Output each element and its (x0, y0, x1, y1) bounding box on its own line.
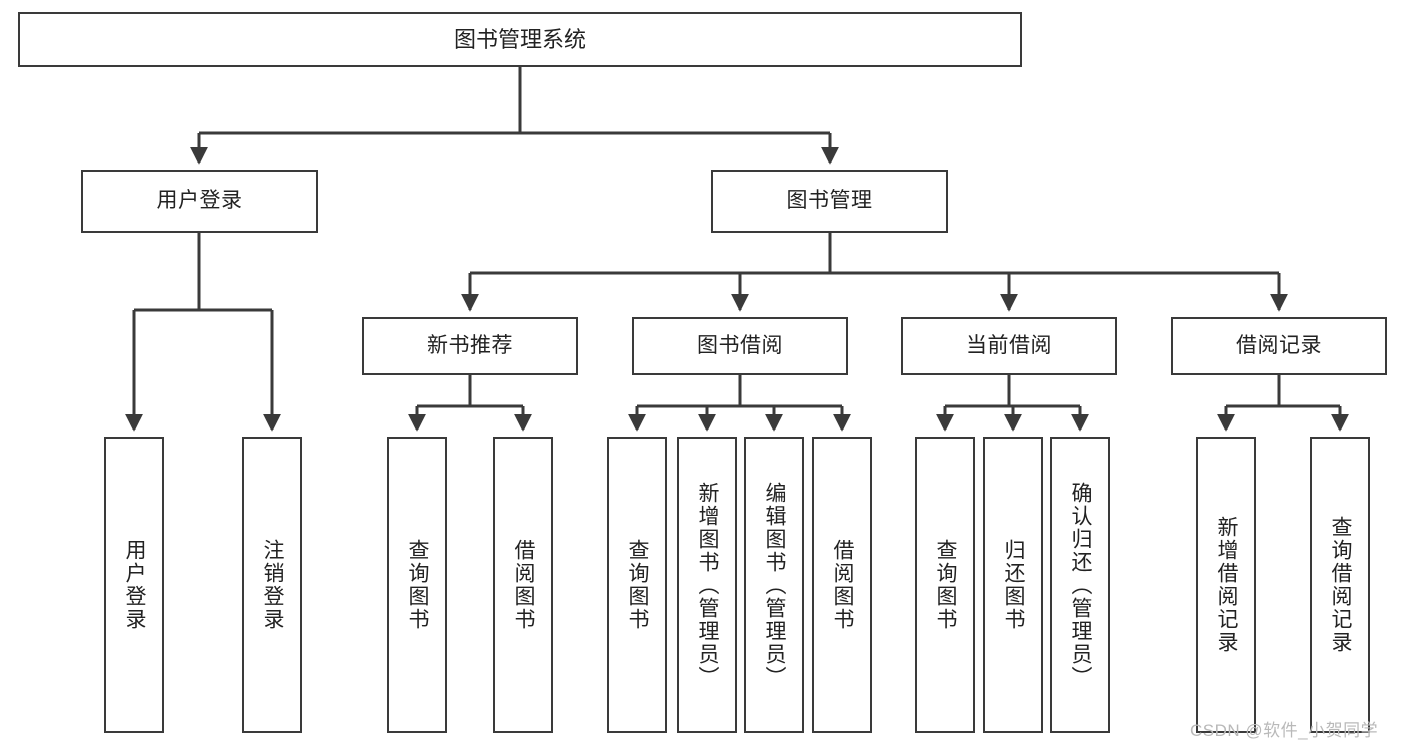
node-current-borrow-label: 当前借阅 (966, 333, 1052, 357)
node-borrow-record-label: 借阅记录 (1236, 333, 1322, 357)
leaf-current-borrow-1[interactable]: 查询图书 (915, 437, 975, 733)
leaf-book-borrow-1-label: 查询图书 (626, 539, 650, 631)
leaf-borrow-record-1-label: 新增借阅记录 (1215, 516, 1239, 654)
node-book-borrow-label: 图书借阅 (697, 333, 783, 357)
leaf-user-login-1-label: 用户登录 (123, 539, 147, 631)
watermark-text: CSDN @软件_小贺同学 (1190, 721, 1379, 740)
leaf-new-book-1[interactable]: 查询图书 (387, 437, 447, 733)
leaf-current-borrow-3-label: 确认归还（管理员） (1069, 481, 1093, 689)
leaf-current-borrow-2[interactable]: 归还图书 (983, 437, 1043, 733)
leaf-book-borrow-1[interactable]: 查询图书 (607, 437, 667, 733)
leaf-book-borrow-4-label: 借阅图书 (831, 539, 855, 631)
leaf-user-login-2[interactable]: 注销登录 (242, 437, 302, 733)
leaf-borrow-record-2[interactable]: 查询借阅记录 (1310, 437, 1370, 733)
leaf-current-borrow-3[interactable]: 确认归还（管理员） (1050, 437, 1110, 733)
leaf-new-book-2[interactable]: 借阅图书 (493, 437, 553, 733)
leaf-current-borrow-1-label: 查询图书 (934, 539, 958, 631)
node-book-management[interactable]: 图书管理 (711, 170, 948, 233)
leaf-book-borrow-2-label: 新增图书（管理员） (696, 481, 720, 689)
node-user-login[interactable]: 用户登录 (81, 170, 318, 233)
leaf-book-borrow-2[interactable]: 新增图书（管理员） (677, 437, 737, 733)
leaf-user-login-1[interactable]: 用户登录 (104, 437, 164, 733)
node-root-label: 图书管理系统 (453, 26, 586, 52)
node-new-book-recommend-label: 新书推荐 (427, 333, 513, 357)
node-root[interactable]: 图书管理系统 (18, 12, 1022, 67)
leaf-book-borrow-4[interactable]: 借阅图书 (812, 437, 872, 733)
node-book-management-label: 图书管理 (786, 189, 873, 213)
node-current-borrow[interactable]: 当前借阅 (901, 317, 1117, 375)
leaf-book-borrow-3-label: 编辑图书（管理员） (763, 481, 787, 689)
node-new-book-recommend[interactable]: 新书推荐 (362, 317, 578, 375)
leaf-new-book-2-label: 借阅图书 (512, 539, 536, 631)
leaf-borrow-record-2-label: 查询借阅记录 (1329, 516, 1353, 654)
leaf-new-book-1-label: 查询图书 (406, 539, 430, 631)
leaf-user-login-2-label: 注销登录 (261, 539, 285, 631)
leaf-current-borrow-2-label: 归还图书 (1002, 539, 1026, 631)
node-borrow-record[interactable]: 借阅记录 (1171, 317, 1387, 375)
node-book-borrow[interactable]: 图书借阅 (632, 317, 848, 375)
leaf-book-borrow-3[interactable]: 编辑图书（管理员） (744, 437, 804, 733)
leaf-borrow-record-1[interactable]: 新增借阅记录 (1196, 437, 1256, 733)
node-user-login-label: 用户登录 (156, 189, 243, 213)
